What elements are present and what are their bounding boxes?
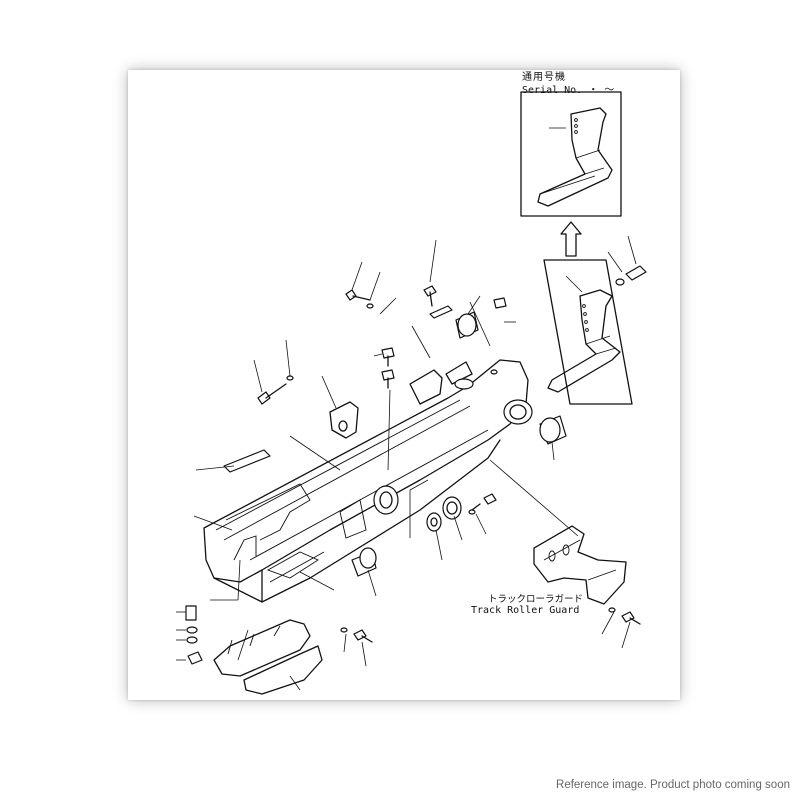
track-roller-guard-label-en: Track Roller Guard (471, 605, 580, 616)
bushing-parts (223, 305, 567, 577)
side-bracket-frame (543, 235, 647, 405)
reference-caption: Reference image. Product photo coming so… (556, 779, 790, 791)
track-frame (203, 359, 533, 603)
track-roller-guard-label-jp: トラックローラガード (488, 594, 584, 605)
serial-label-jp: 通用号機 (522, 72, 566, 83)
serial-variant-inset (520, 91, 622, 217)
track-roller-guard-bottom (213, 619, 323, 695)
track-roller-guard-right (533, 525, 627, 605)
leader-lines (176, 239, 631, 691)
arrow-up-icon (560, 221, 582, 257)
serial-label-en: Serial No. ・ 〜 (522, 85, 615, 96)
bolts (185, 285, 641, 665)
